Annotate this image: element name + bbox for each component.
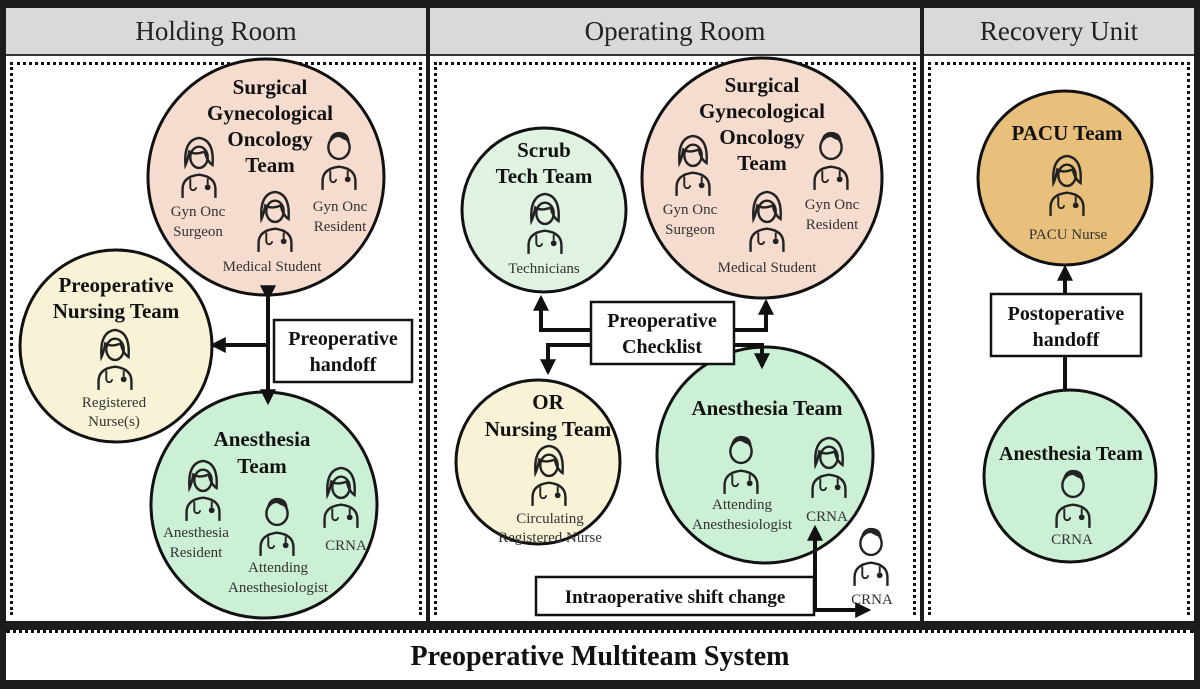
holding-anes-attending-1: Attending xyxy=(248,560,308,576)
preop-nursing-title-1: Preoperative xyxy=(58,273,173,297)
operating-room-area xyxy=(434,62,916,615)
or-nursing-title-1: OR xyxy=(532,390,564,414)
or-scrub-team: Scrub Tech Team Technicians xyxy=(460,126,628,294)
recovery-connectors: Postoperative handoff xyxy=(989,264,1143,392)
or-nurse-role-2: Registered Nurse xyxy=(498,530,602,546)
or-surg-title-2: Gynecological xyxy=(699,99,825,123)
or-nursing-title-2: Nursing Team xyxy=(485,417,612,441)
holding-gyn-surgeon-1: Gyn Onc xyxy=(171,204,226,220)
recovery-unit-header: Recovery Unit xyxy=(924,8,1194,56)
or-med-student: Medical Student xyxy=(718,260,818,276)
shift-change-box xyxy=(534,575,816,617)
preop-nursing-title-2: Nursing Team xyxy=(53,299,180,323)
holding-anes-crna: CRNA xyxy=(325,538,367,554)
or-surgical-team-circle xyxy=(640,56,884,300)
holding-anes-title-2: Team xyxy=(237,454,287,478)
shift-crna: CRNA xyxy=(851,592,893,608)
holding-room-area xyxy=(10,62,422,615)
arrow-to-scrub xyxy=(533,294,591,332)
preop-handoff-label-1: Preoperative xyxy=(288,328,398,350)
holding-surg-title-4: Team xyxy=(245,153,295,177)
arrow-to-or-anesthesia xyxy=(734,343,770,370)
holding-gyn-surgeon-2: Surgeon xyxy=(173,224,223,240)
holding-anes-title-1: Anesthesia xyxy=(214,427,311,451)
arrow-to-or-surgical xyxy=(734,298,774,332)
holding-gyn-resident-2: Resident xyxy=(314,219,367,235)
holding-gyn-resident-1: Gyn Onc xyxy=(313,199,368,215)
postop-handoff-label-2: handoff xyxy=(1033,329,1100,351)
postop-handoff-label-1: Postoperative xyxy=(1008,303,1125,325)
postop-handoff-box xyxy=(989,292,1143,358)
pacu-role: PACU Nurse xyxy=(1029,227,1108,243)
preop-handoff-box xyxy=(272,318,414,384)
holding-preop-nursing-team: Preoperative Nursing Team Registered Nur… xyxy=(18,248,214,444)
scrub-role: Technicians xyxy=(508,261,580,277)
holding-surg-title-3: Oncology xyxy=(227,127,313,151)
recovery-anesthesia-team: Anesthesia Team CRNA xyxy=(982,388,1158,564)
or-gyn-surgeon-1: Gyn Onc xyxy=(663,202,718,218)
male-clinician-icon xyxy=(853,526,889,588)
shift-change-label: Intraoperative shift change xyxy=(565,587,786,608)
checklist-label-1: Preoperative xyxy=(607,310,717,332)
arrow-to-or-nursing xyxy=(540,343,591,376)
pacu-title: PACU Team xyxy=(1011,121,1123,145)
holding-surg-title-1: Surgical xyxy=(233,75,308,99)
recovery-anes-crna: CRNA xyxy=(1051,532,1093,548)
or-anes-attending-1: Attending xyxy=(712,497,772,513)
checklist-label-2: Checklist xyxy=(622,336,702,358)
or-gyn-surgeon-2: Surgeon xyxy=(665,222,715,238)
holding-surg-title-2: Gynecological xyxy=(207,101,333,125)
or-gyn-resident-1: Gyn Onc xyxy=(805,197,860,213)
or-anes-title: Anesthesia Team xyxy=(691,396,843,420)
or-anesthesia-team: Anesthesia Team Attending Anesthesiologi… xyxy=(655,345,875,565)
or-anesthesia-circle xyxy=(655,345,875,565)
scrub-title-1: Scrub xyxy=(517,138,571,162)
holding-anesthesia-team: Anesthesia Team Anesthesia Resident Atte… xyxy=(149,390,379,620)
recovery-anesthesia-circle xyxy=(982,388,1158,564)
holding-room-header: Holding Room xyxy=(6,8,426,56)
preop-nurse-role-1: Registered xyxy=(82,395,147,411)
scrub-title-2: Tech Team xyxy=(496,164,593,188)
holding-surgical-team: Surgical Gynecological Oncology Team Gyn… xyxy=(146,57,386,297)
or-gyn-resident-2: Resident xyxy=(806,217,859,233)
or-connectors: Preoperative Checklist Intraoperative sh… xyxy=(533,294,893,618)
or-anes-crna: CRNA xyxy=(806,509,848,525)
or-surg-title-3: Oncology xyxy=(719,125,805,149)
preop-handoff-label-2: handoff xyxy=(310,354,377,376)
or-surgical-team: Surgical Gynecological Oncology Team Gyn… xyxy=(640,56,884,300)
holding-anes-resident-1: Anesthesia xyxy=(163,525,229,541)
holding-connectors: Preoperative handoff xyxy=(209,285,414,406)
preop-nurse-role-2: Nurse(s) xyxy=(88,414,140,430)
holding-anes-resident-2: Resident xyxy=(170,545,223,561)
holding-med-student: Medical Student xyxy=(223,259,323,275)
or-nurse-role-1: Circulating xyxy=(516,511,584,527)
recovery-pacu-team: PACU Team PACU Nurse xyxy=(976,89,1154,267)
or-surg-title-4: Team xyxy=(737,151,787,175)
recovery-anes-title: Anesthesia Team xyxy=(999,443,1143,465)
operating-room-header: Operating Room xyxy=(430,8,920,56)
or-anes-attending-2: Anesthesiologist xyxy=(692,517,793,533)
or-nursing-team: OR Nursing Team Circulating Registered N… xyxy=(454,378,622,546)
recovery-unit-area xyxy=(928,62,1190,615)
preop-checklist-box xyxy=(589,300,736,366)
footer-title: Preoperative Multiteam System xyxy=(6,630,1194,680)
holding-anes-attending-2: Anesthesiologist xyxy=(228,580,329,596)
or-surg-title-1: Surgical xyxy=(725,73,800,97)
